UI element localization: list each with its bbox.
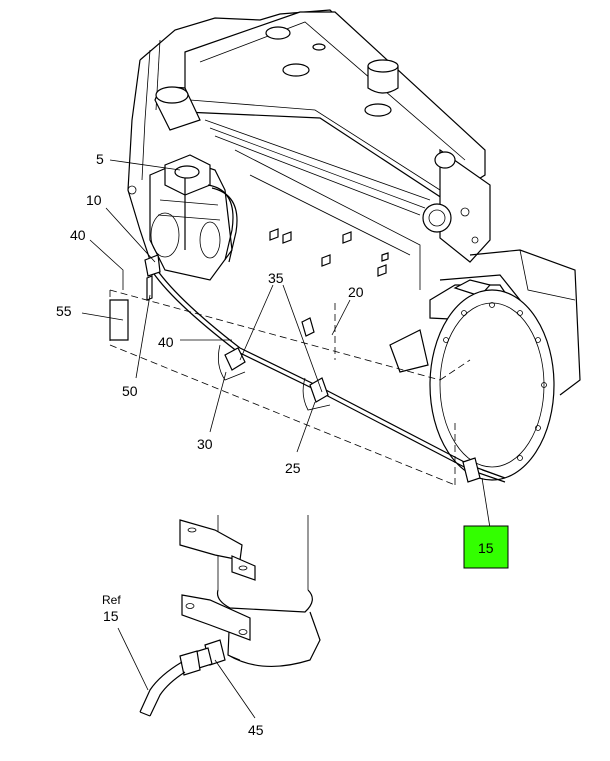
hidden-line-frame	[109, 289, 471, 486]
flywheel-bolts	[443, 302, 547, 461]
detail-view	[139, 515, 321, 717]
callout-30: 30	[197, 436, 213, 452]
callout-20: 20	[348, 284, 364, 300]
callout-40-lower: 40	[158, 334, 174, 350]
callout-15-highlighted: 15	[478, 540, 494, 556]
callout-5: 5	[96, 151, 104, 167]
highlight-box-15	[463, 525, 509, 569]
leader-lines	[81, 159, 491, 719]
bolt-studs	[269, 228, 389, 337]
callout-25: 25	[285, 460, 301, 476]
callout-ref-15: 15	[103, 608, 119, 624]
ref-label: Ref	[102, 593, 121, 607]
callout-40-upper: 40	[70, 227, 86, 243]
callout-45: 45	[248, 722, 264, 738]
callout-35: 35	[268, 270, 284, 286]
engine-illustration	[109, 9, 581, 481]
callout-55: 55	[56, 303, 72, 319]
tube-assembly	[144, 254, 506, 483]
air-compressor	[149, 154, 238, 281]
callout-10: 10	[86, 192, 102, 208]
callout-50: 50	[122, 383, 138, 399]
